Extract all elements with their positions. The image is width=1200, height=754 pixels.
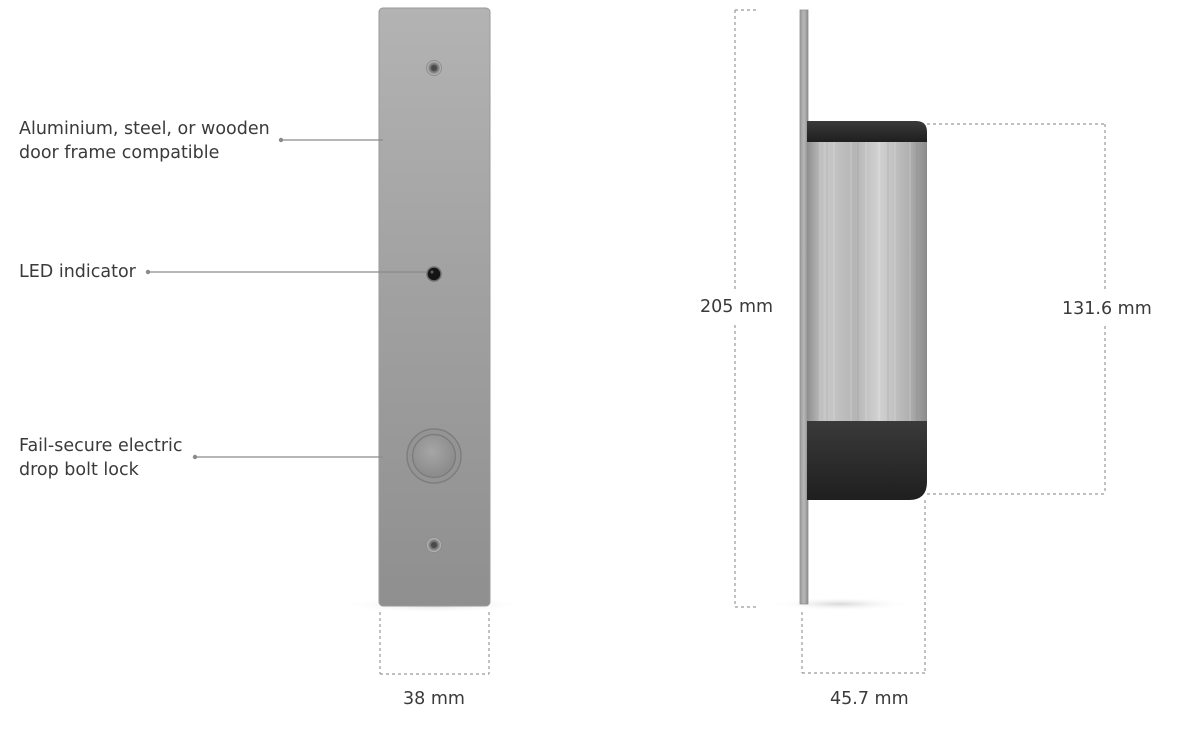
drop-bolt-icon bbox=[411, 433, 457, 479]
height-label: 205 mm bbox=[700, 297, 774, 317]
frame-callout-label: Aluminium, steel, or wooden door frame c… bbox=[19, 117, 270, 165]
brushed-texture bbox=[819, 142, 911, 421]
front-view bbox=[145, 7, 524, 675]
front-width-dimension bbox=[379, 612, 490, 675]
front-width-label: 38 mm bbox=[403, 689, 465, 709]
lock-callout-line1: Fail-secure electric bbox=[19, 436, 183, 456]
frame-callout-line1: Aluminium, steel, or wooden bbox=[19, 119, 270, 139]
front-plate bbox=[378, 7, 491, 607]
led-callout-label: LED indicator bbox=[19, 260, 136, 284]
height-dimension bbox=[734, 9, 758, 608]
led-callout-text: LED indicator bbox=[19, 262, 136, 282]
depth-label: 45.7 mm bbox=[830, 689, 909, 709]
body-bottom-cap bbox=[807, 421, 927, 500]
lock-callout-label: Fail-secure electric drop bolt lock bbox=[19, 434, 183, 482]
body-height-dimension bbox=[927, 123, 1106, 495]
side-shadow bbox=[770, 597, 910, 611]
frame-callout-line2: door frame compatible bbox=[19, 143, 220, 163]
body-top-cap bbox=[807, 121, 927, 142]
lock-callout-line2: drop bolt lock bbox=[19, 460, 139, 480]
body-height-label: 131.6 mm bbox=[1062, 299, 1152, 319]
body-brushed-section bbox=[807, 142, 927, 421]
side-view bbox=[734, 9, 1106, 674]
side-plate bbox=[799, 9, 809, 605]
depth-dimension bbox=[801, 500, 926, 674]
led-indicator-icon bbox=[426, 266, 442, 282]
